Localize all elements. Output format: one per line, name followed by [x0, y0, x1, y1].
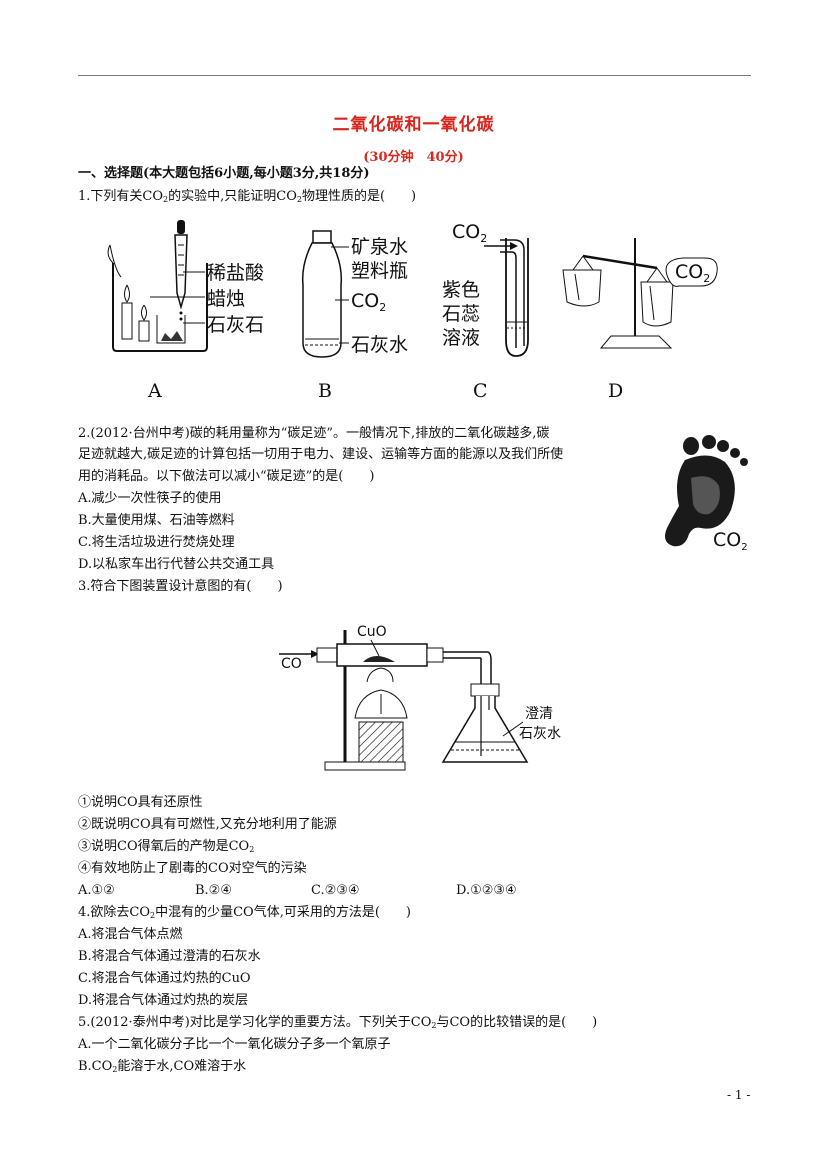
q4-option-b: B.将混合气体通过澄清的石灰水 — [78, 949, 261, 964]
q3-statement-4: ④有效地防止了剧毒的CO对空气的污染 — [78, 861, 307, 876]
apparatus-label-lime2: 石灰水 — [519, 726, 561, 742]
q2-stem-line1: 2.(2012·台州中考)碳的耗用量称为“碳足迹”。一般情况下,排放的二氧化碳越… — [78, 426, 550, 441]
apparatus-label-lime1: 澄清 — [525, 706, 553, 722]
fig-c-label-1: 紫色 — [442, 279, 480, 301]
section-heading: 一、选择题(本大题包括6小题,每小题3分,共18分) — [78, 166, 370, 181]
q3-option-a: A.①② — [78, 883, 115, 898]
fig-b-label-water: 矿泉水 — [351, 236, 408, 258]
fig-a-letter: A — [148, 380, 162, 402]
q5-option-b: B.CO2能溶于水,CO难溶于水 — [78, 1059, 247, 1074]
q1-figure-b: 矿泉水 塑料瓶 CO2 石灰水 — [301, 230, 408, 358]
fig-b-label-co2: CO2 — [351, 290, 386, 314]
fig-a-label-limestone: 石灰石 — [207, 314, 264, 336]
footprint-icon: CO2 — [665, 435, 748, 553]
q2-option-d: D.以私家车出行代替公共交通工具 — [78, 557, 275, 572]
footprint-label: CO2 — [713, 529, 748, 553]
q2-stem-line3: 用的消耗品。以下做法可以减小“碳足迹”的是( ) — [78, 469, 375, 484]
apparatus-label-cuo: CuO — [357, 624, 387, 640]
q1-figure-d: CO2 — [562, 238, 718, 349]
fig-a-label-acid: 稀盐酸 — [207, 262, 264, 284]
fig-c-label-2: 石蕊 — [442, 303, 480, 325]
q4-stem: 4.欲除去CO2中混有的少量CO气体,可采用的方法是( ) — [78, 905, 411, 920]
fig-b-letter: B — [318, 380, 332, 402]
q3-option-d: D.①②③④ — [456, 883, 517, 898]
page-subtitle: (30分钟 40分) — [363, 150, 464, 165]
apparatus-label-co: CO — [281, 656, 302, 672]
q3-option-b: B.②④ — [195, 883, 232, 898]
q4-option-d: D.将混合气体通过灼热的炭层 — [78, 993, 249, 1008]
q1-figure-a: 稀盐酸 蜡烛 石灰石 — [107, 220, 264, 352]
fig-c-label-co2: CO2 — [452, 221, 487, 245]
page-title: 二氧化碳和一氧化碳 — [332, 115, 495, 135]
q5-option-a: A.一个二氧化碳分子比一个一氧化碳分子多一个氧原子 — [78, 1037, 391, 1052]
q2-option-b: B.大量使用煤、石油等燃料 — [78, 513, 235, 528]
q2-option-c: C.将生活垃圾进行焚烧处理 — [78, 535, 235, 550]
header-rule — [78, 75, 751, 76]
fig-c-letter: C — [473, 380, 488, 402]
fig-d-label-co2: CO2 — [675, 261, 710, 285]
q1-stem: 1.下列有关CO2的实验中,只能证明CO2物理性质的是( ) — [78, 189, 417, 204]
q2-stem-line2: 足迹就越大,碳足迹的计算包括一切用于电力、建设、运输等方面的能源以及我们所使 — [78, 447, 564, 462]
fig-c-label-3: 溶液 — [442, 327, 480, 349]
fig-b-label-limewater: 石灰水 — [351, 334, 408, 356]
fig-b-label-bottle: 塑料瓶 — [351, 260, 408, 282]
q5-stem: 5.(2012·泰州中考)对比是学习化学的重要方法。下列关于CO2与CO的比较错… — [78, 1015, 598, 1030]
q3-option-c: C.②③④ — [311, 883, 360, 898]
q1-figure-c: CO2 紫色 石蕊 溶液 — [442, 221, 529, 357]
q2-option-a: A.减少一次性筷子的使用 — [78, 491, 222, 506]
q3-statement-1: ①说明CO具有还原性 — [78, 795, 203, 810]
q3-stem: 3.符合下图装置设计意图的有( ) — [78, 579, 283, 594]
q4-option-a: A.将混合气体点燃 — [78, 927, 183, 942]
q3-apparatus-figure: CO CuO 澄清 石灰水 — [279, 624, 561, 771]
q3-statement-2: ②既说明CO具有可燃性,又充分地利用了能源 — [78, 817, 337, 832]
page-number: - 1 - — [727, 1088, 751, 1102]
q4-option-c: C.将混合气体通过灼热的CuO — [78, 971, 251, 986]
fig-d-letter: D — [608, 380, 624, 402]
q3-statement-3: ③说明CO得氧后的产物是CO2 — [78, 839, 255, 854]
fig-a-label-candle: 蜡烛 — [207, 288, 245, 310]
